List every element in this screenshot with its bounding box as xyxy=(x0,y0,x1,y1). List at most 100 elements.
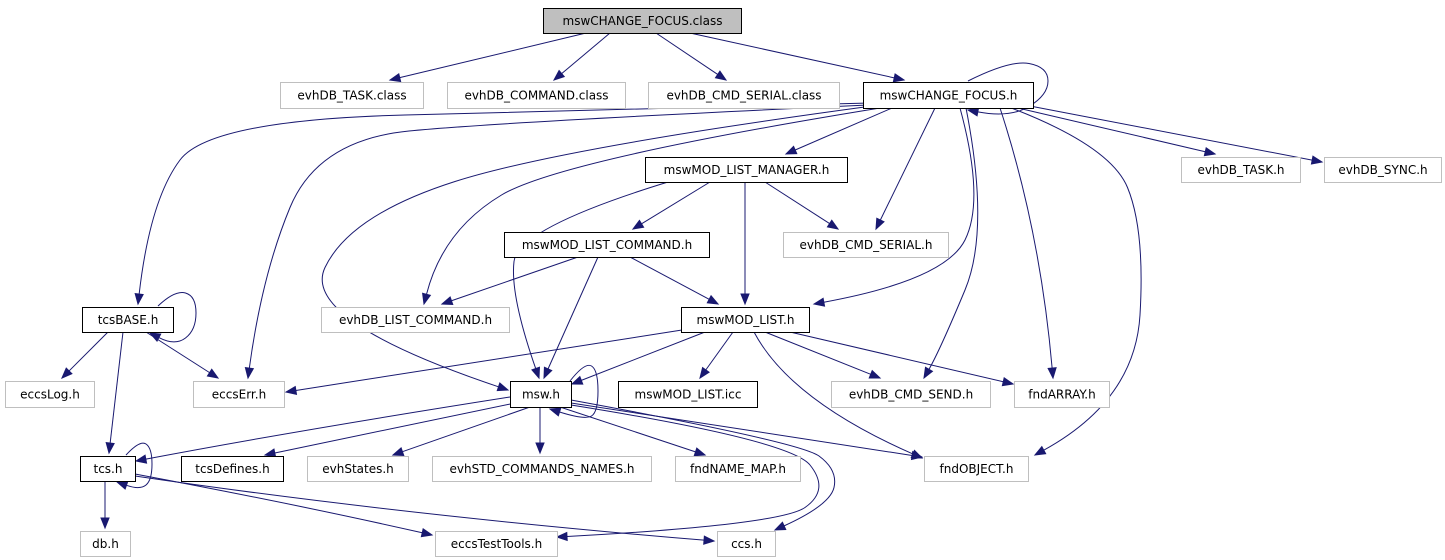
edge-lcmd-to-msw xyxy=(543,256,599,380)
arrowhead xyxy=(812,297,826,307)
arrowhead xyxy=(699,366,710,380)
arrowhead xyxy=(1047,367,1057,380)
node-msw[interactable]: msw.h xyxy=(510,381,572,408)
edge-mgr-to-msw xyxy=(513,181,669,380)
edge-msw-to-tcs xyxy=(134,396,511,464)
edge-line xyxy=(1029,105,1313,161)
node-label: fndOBJECT.h xyxy=(940,462,1014,476)
edge-mlist-to-msw xyxy=(570,331,706,385)
node-box xyxy=(80,531,131,557)
node-task_h[interactable]: evhDB_TASK.h xyxy=(1181,157,1301,183)
node-evst[interactable]: evhStates.h xyxy=(307,456,409,482)
node-ecerr[interactable]: eccsErr.h xyxy=(193,381,285,408)
node-lcmd[interactable]: mswMOD_LIST_COMMAND.h xyxy=(504,232,710,258)
arrowhead xyxy=(535,442,545,455)
edge-root-to-task_c xyxy=(388,32,587,83)
edge-root-to-cfh xyxy=(689,32,906,83)
arrowhead xyxy=(1203,146,1217,157)
node-box xyxy=(783,232,949,258)
edge-line xyxy=(764,181,830,225)
arrowhead xyxy=(263,448,277,458)
edge-msw-to-stdcn xyxy=(535,407,545,455)
arrowhead xyxy=(548,407,562,417)
node-box xyxy=(80,456,136,482)
arrowhead xyxy=(966,107,980,117)
edge-line xyxy=(655,32,718,75)
edge-line xyxy=(879,107,936,221)
edge-mlist-to-farr xyxy=(789,331,1015,387)
node-cmd_c[interactable]: evhDB_COMMAND.class xyxy=(447,82,626,109)
edge-cfh-to-ser_h xyxy=(875,107,936,231)
node-ccs[interactable]: ccs.h xyxy=(717,531,776,557)
edge-line xyxy=(426,107,881,295)
edge-line xyxy=(399,32,587,79)
arrowhead xyxy=(543,366,553,380)
node-box xyxy=(863,82,1034,109)
node-mlist[interactable]: mswMOD_LIST.h xyxy=(681,307,810,333)
arrowhead xyxy=(631,219,645,230)
node-send[interactable]: evhDB_CMD_SEND.h xyxy=(831,381,991,408)
node-box xyxy=(307,456,409,482)
arrowhead xyxy=(134,293,144,306)
edge-line xyxy=(138,102,871,295)
node-eclog[interactable]: eccsLog.h xyxy=(5,381,95,408)
node-dblc[interactable]: evhDB_LIST_COMMAND.h xyxy=(321,307,510,333)
edge-msw-to-fobj xyxy=(570,402,924,461)
edge-line xyxy=(794,107,893,151)
node-fnm[interactable]: fndNAME_MAP.h xyxy=(675,456,801,482)
node-stdcn[interactable]: evhSTD_COMMANDS_NAMES.h xyxy=(432,456,652,482)
edge-root-to-ser_c xyxy=(655,32,728,81)
edge-line xyxy=(705,331,734,371)
node-db[interactable]: db.h xyxy=(80,531,131,557)
node-box xyxy=(831,381,991,408)
node-ett[interactable]: eccsTestTools.h xyxy=(435,531,558,557)
node-task_c[interactable]: evhDB_TASK.class xyxy=(280,82,424,109)
node-root[interactable]: mswCHANGE_FOCUS.class xyxy=(543,8,742,34)
node-mgr[interactable]: mswMOD_LIST_MANAGER.h xyxy=(645,157,848,183)
edge-line xyxy=(125,442,153,489)
arrowhead xyxy=(740,293,750,306)
node-tcs[interactable]: tcs.h xyxy=(80,456,136,482)
node-label: evhStates.h xyxy=(322,462,394,476)
edge-mgr-to-ser_h xyxy=(764,181,840,230)
edge-tcsb-to-ecerr xyxy=(145,331,220,379)
node-tcsb[interactable]: tcsBASE.h xyxy=(82,307,174,333)
edge-msw-to-evst xyxy=(391,406,531,457)
edge-line xyxy=(1017,107,1206,153)
arrowhead xyxy=(496,382,510,392)
edge-line xyxy=(629,256,710,300)
node-box xyxy=(193,381,285,408)
edge-line xyxy=(451,256,579,302)
arrowhead xyxy=(61,367,73,379)
edge-lcmd-to-dblc xyxy=(440,256,579,306)
node-box xyxy=(618,381,758,408)
arrowhead xyxy=(693,447,707,457)
arrowhead xyxy=(773,521,787,531)
arrowhead xyxy=(703,535,716,545)
edge-line xyxy=(295,329,683,391)
node-fobj[interactable]: fndOBJECT.h xyxy=(924,456,1029,482)
node-sync_h[interactable]: evhDB_SYNC.h xyxy=(1324,157,1442,183)
node-tcsd[interactable]: tcsDefines.h xyxy=(181,456,284,482)
node-box xyxy=(648,82,840,109)
node-label: evhSTD_COMMANDS_NAMES.h xyxy=(449,462,634,476)
node-farr[interactable]: fndARRAY.h xyxy=(1014,381,1110,408)
arrowhead xyxy=(826,219,840,230)
node-ser_c[interactable]: evhDB_CMD_SERIAL.class xyxy=(648,82,840,109)
edge-line xyxy=(274,402,516,454)
edge-line xyxy=(134,475,705,541)
node-label: eccsLog.h xyxy=(20,388,80,402)
node-ser_h[interactable]: evhDB_CMD_SERIAL.h xyxy=(783,232,949,258)
node-box xyxy=(1181,157,1301,183)
node-icc[interactable]: mswMOD_LIST.icc xyxy=(618,381,758,408)
arrowhead xyxy=(923,366,934,380)
edge-line xyxy=(248,104,869,369)
node-box xyxy=(321,307,510,333)
arrowhead xyxy=(100,517,110,530)
arrowhead xyxy=(206,368,220,379)
node-box xyxy=(924,456,1029,482)
node-cfh[interactable]: mswCHANGE_FOCUS.h xyxy=(863,82,1034,109)
node-box xyxy=(435,531,558,557)
edge-tcs-to-db xyxy=(100,481,110,530)
